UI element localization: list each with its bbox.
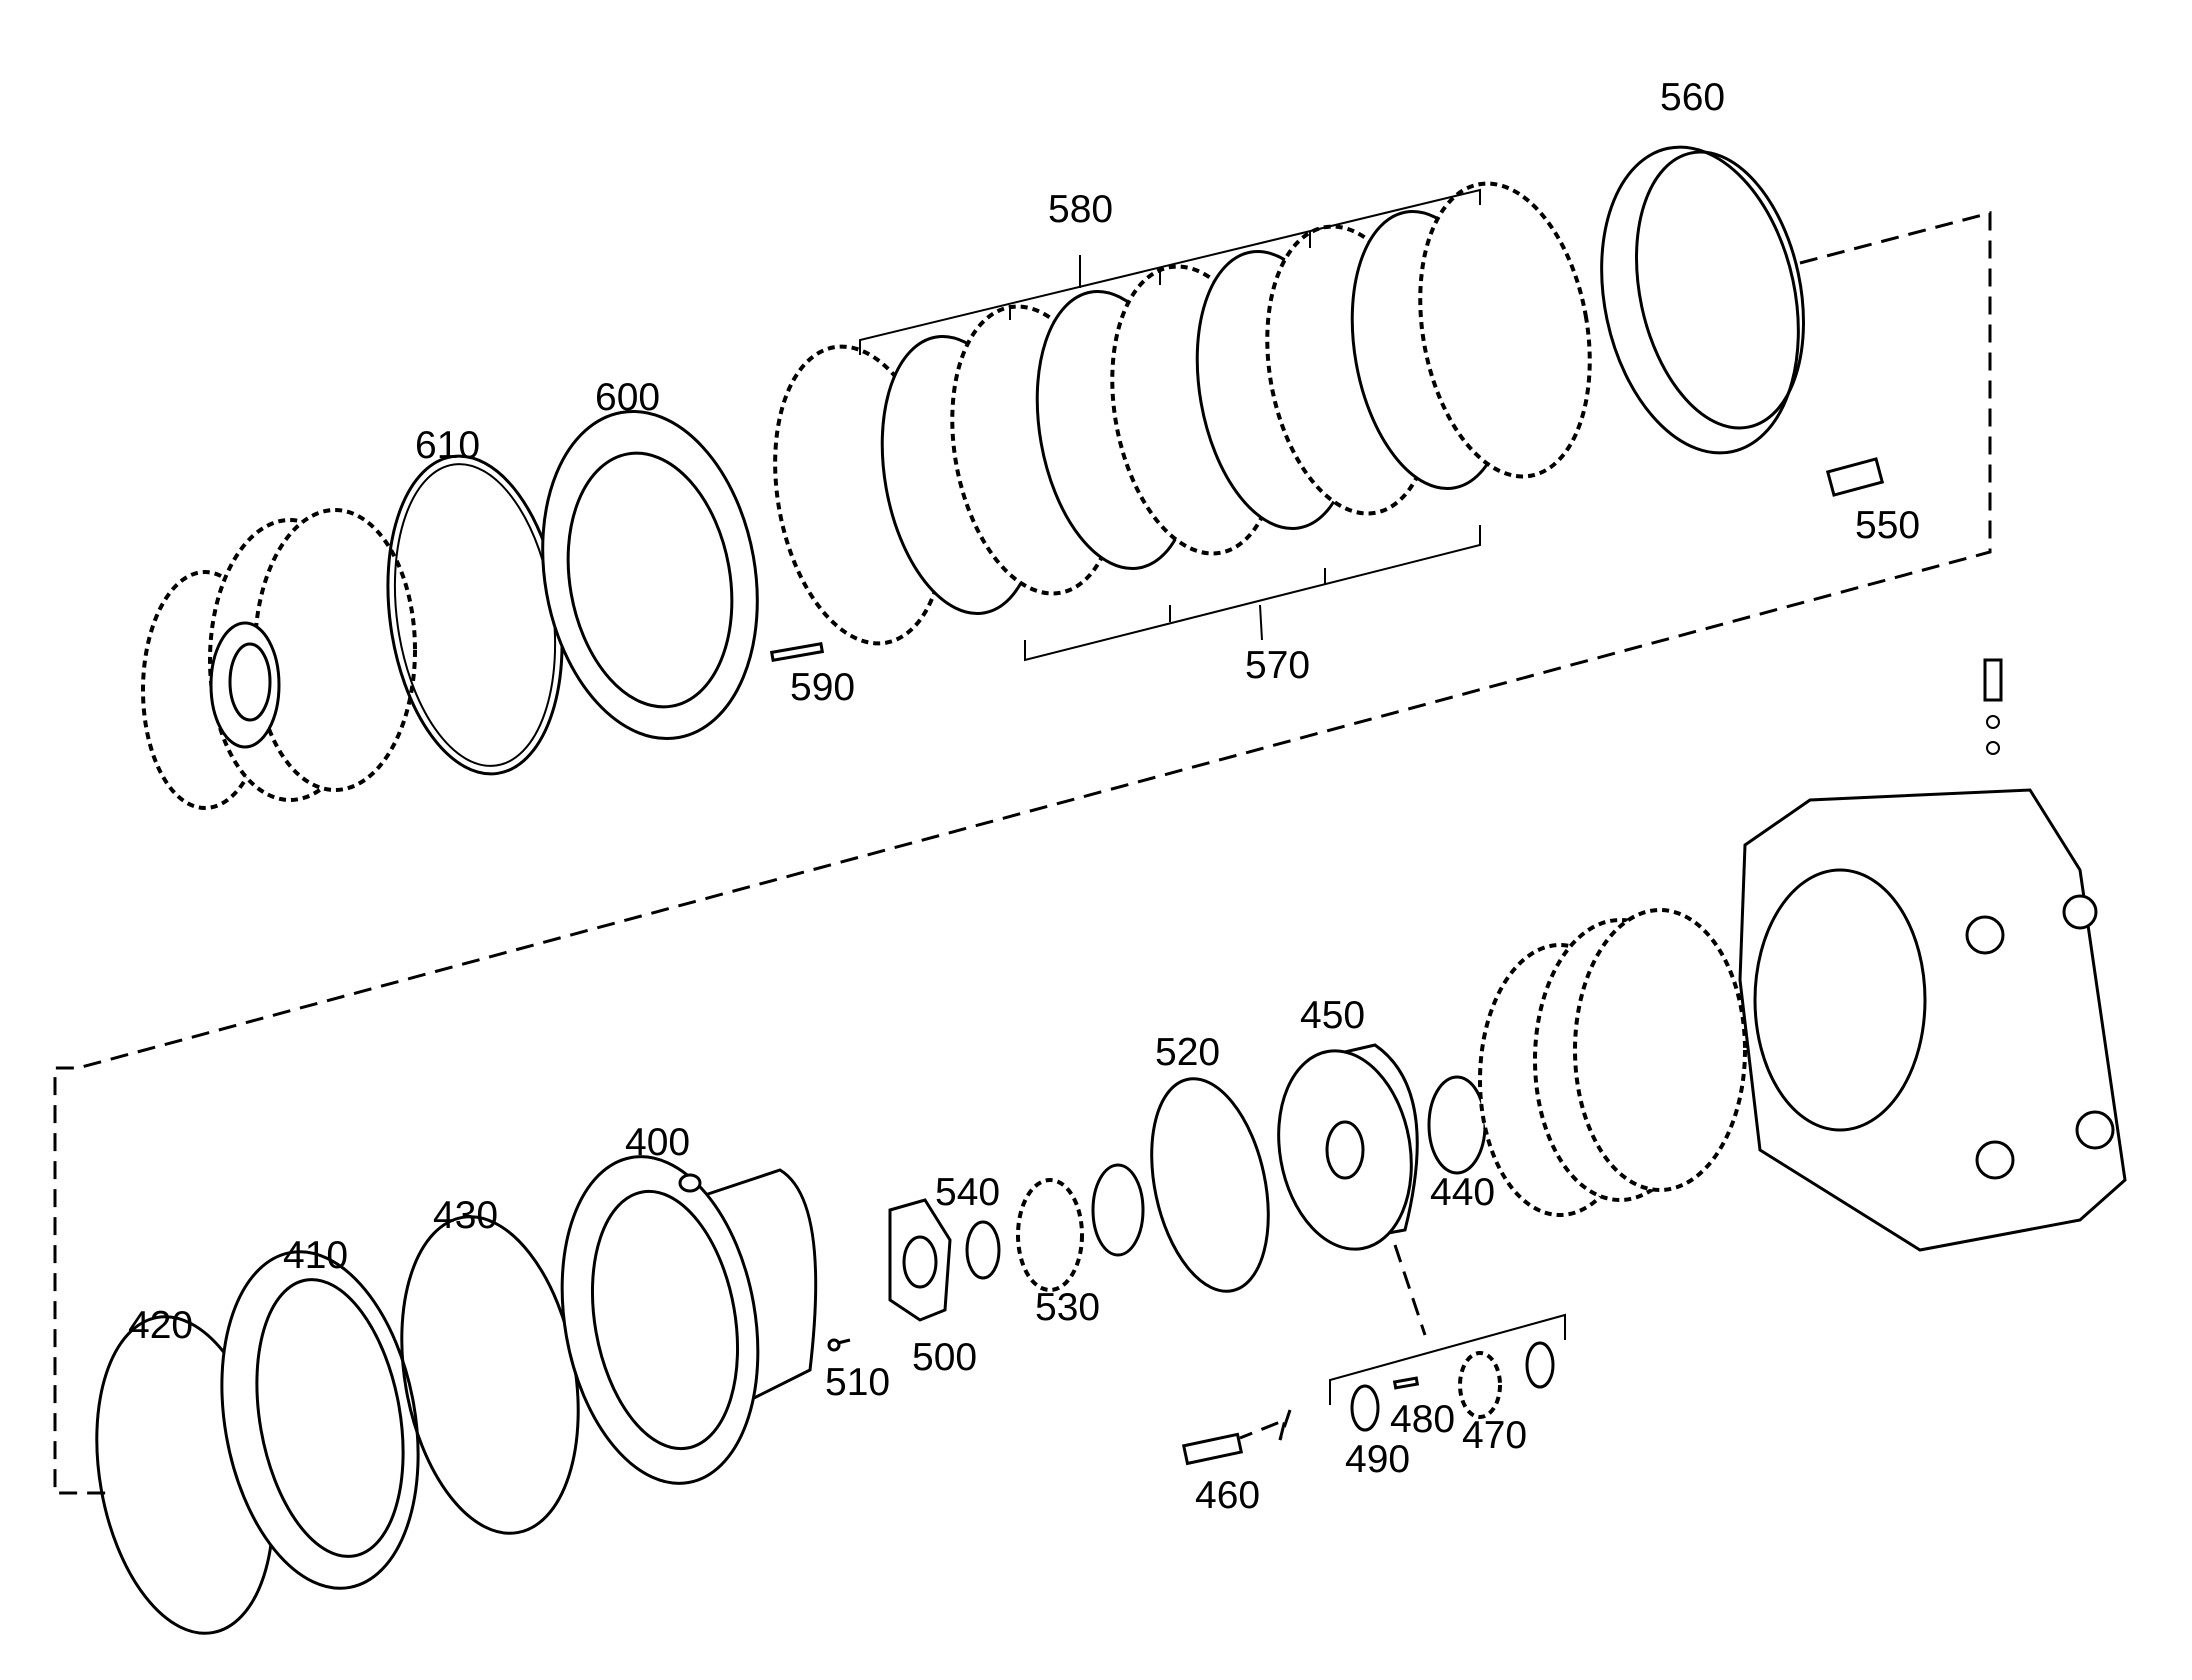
label-470: 470 [1462,1414,1527,1457]
label-610: 610 [415,424,480,467]
part-560-carrier-ring [1600,145,1805,455]
transmission-housing [1738,658,2127,1252]
part-530-gear [1016,1178,1084,1292]
label-410: 410 [283,1234,348,1277]
label-500: 500 [912,1336,977,1379]
clutch-drum [1478,908,1747,1217]
part-540-ring [965,1220,1001,1280]
label-480: 480 [1390,1398,1455,1441]
label-420: 420 [128,1304,193,1347]
label-510: 510 [825,1361,890,1404]
label-600: 600 [595,376,660,419]
part-550-key [1825,457,1885,497]
label-590: 590 [790,666,855,709]
label-450: 450 [1300,994,1365,1037]
part-600-pressure-disc [541,409,759,741]
part-590-pin [769,641,825,663]
label-550: 550 [1855,504,1920,547]
label-540: 540 [935,1171,1000,1214]
label-580: 580 [1048,188,1113,231]
planet-washer [1525,1341,1555,1389]
clutch-disc-pack [773,181,1592,646]
thrust-washer [1091,1163,1145,1257]
bracket-580 [859,188,1481,355]
sun-gear-carrier [141,508,417,810]
label-460: 460 [1195,1474,1260,1517]
label-400: 400 [625,1121,690,1164]
label-530: 530 [1035,1286,1100,1329]
label-440: 440 [1430,1171,1495,1214]
label-560: 560 [1660,76,1725,119]
part-500-lock-plate [888,1198,952,1322]
label-520: 520 [1155,1031,1220,1074]
bracket-570 [1024,525,1481,662]
label-490: 490 [1345,1438,1410,1481]
part-440-washer [1427,1075,1487,1175]
part-460-pin [1181,1432,1244,1466]
bracket-planet-parts [1329,1313,1566,1405]
label-570: 570 [1245,644,1310,687]
part-400-piston-housing [560,1155,818,1485]
part-470-planet-gear [1458,1351,1502,1419]
label-430: 430 [433,1194,498,1237]
part-520-snap-ring [1150,1077,1270,1293]
part-410-seal [220,1250,420,1590]
part-490-washer [1350,1384,1380,1432]
part-450-planet-carrier [1277,1043,1419,1251]
part-510-screw [827,1338,851,1352]
part-480-needle [1392,1376,1420,1390]
